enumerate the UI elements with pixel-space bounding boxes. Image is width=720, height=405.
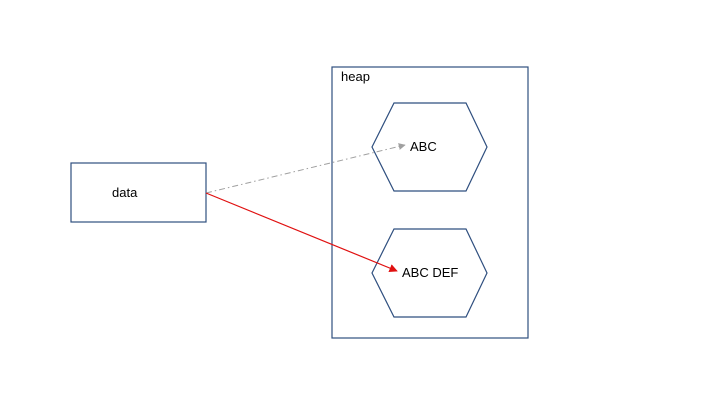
data-variable: data [70, 162, 207, 223]
hexagon-shape [371, 102, 488, 192]
heap-object-abc: ABC [371, 102, 488, 192]
data-box [70, 162, 207, 223]
data-label: data [112, 185, 138, 200]
object-label-abc-def: ABC DEF [402, 265, 458, 280]
hexagon-shape [371, 228, 488, 318]
current-reference-arrow [205, 192, 398, 273]
heap-object-abc-def: ABC DEF [371, 228, 488, 318]
object-label-abc: ABC [410, 139, 437, 154]
heap-label: heap [341, 69, 370, 84]
